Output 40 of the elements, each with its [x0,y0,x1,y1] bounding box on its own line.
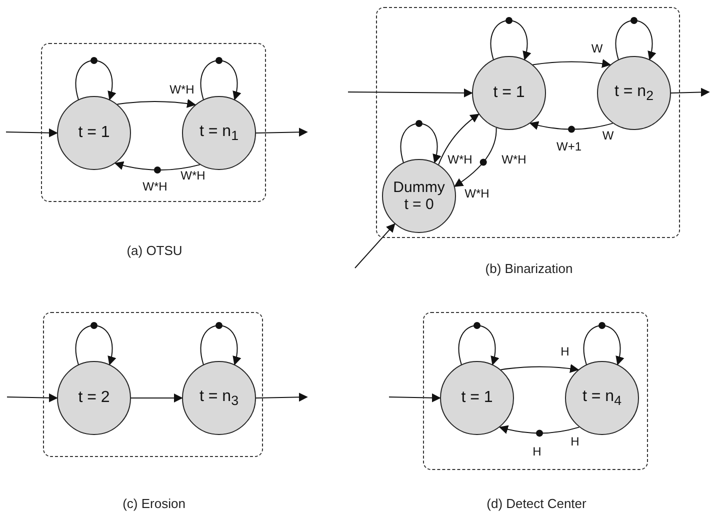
self-loop-arrow [458,325,499,366]
state-label: t = 1 [461,388,493,408]
arrow [256,128,308,137]
arrow [500,364,580,374]
self-loop-arrow [615,20,656,60]
arrow [114,161,200,170]
arrow [670,88,710,97]
arrow [529,121,614,130]
arrow [438,114,480,166]
arrow [348,88,473,98]
self-loop-arrow [200,60,241,100]
arrow [116,99,196,108]
state-label: t = n$_{1}$ [200,122,238,144]
arrow [498,425,580,434]
state-label: t = n$_{3}$ [200,388,238,408]
self-loop-arrow [400,123,441,164]
panel-caption: (a) OTSU [126,243,182,258]
self-loop-arrow [583,325,624,366]
arrow [454,127,497,187]
self-loop-arrow [75,325,116,366]
self-loop-arrow [200,325,241,366]
self-loop-arrow [490,20,531,60]
arrow [388,393,441,402]
arrow [6,393,58,402]
state-label: t = 1 [493,84,525,102]
arrow [354,223,396,268]
state-circle [472,56,546,130]
panel-caption: (d) Detect Center [486,496,586,511]
panel-caption: (c) Erosion [122,496,186,511]
state-label: t = n$_{2}$ [614,82,654,104]
arrow [130,394,183,402]
panel-caption: (b) Binarization [485,261,573,276]
arrow [6,128,58,138]
self-loop-arrow [75,60,116,100]
state-label: Dummy t = 0 [393,178,445,214]
arrow [256,392,308,402]
state-label: t = 2 [78,388,110,408]
arrow [532,59,612,68]
state-label: t = n$_{4}$ [582,388,622,408]
state-label: t = 1 [78,124,110,142]
